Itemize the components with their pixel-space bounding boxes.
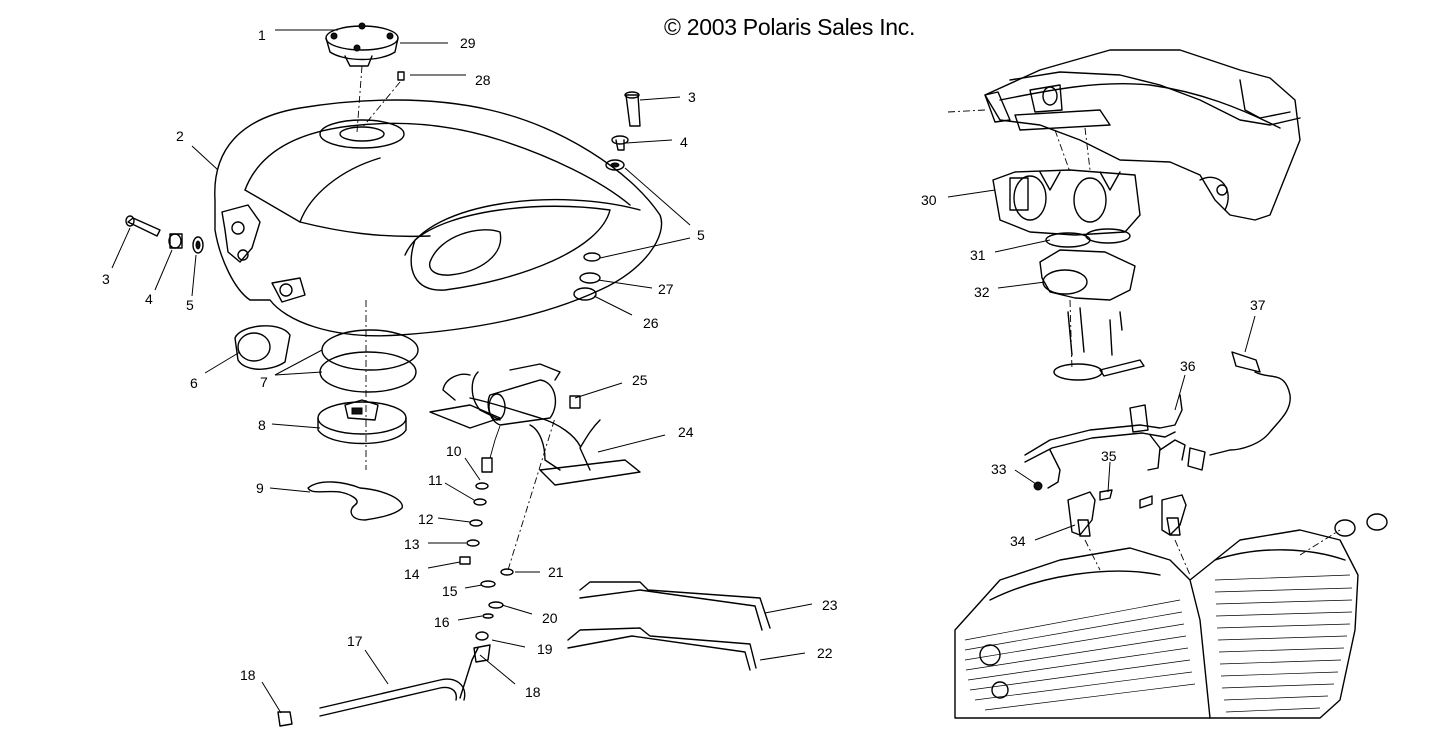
- callout-label: 27: [658, 281, 674, 297]
- injectors: [1033, 481, 1187, 537]
- callout-label: 18: [525, 684, 541, 700]
- callout-label: 23: [822, 597, 838, 613]
- callout-label: 16: [434, 614, 450, 630]
- throttle-body: [992, 127, 1141, 236]
- callout-label: 31: [970, 247, 986, 263]
- callout-label: 7: [260, 374, 268, 390]
- fuel-rail: [1024, 394, 1186, 489]
- engine-block: [954, 513, 1388, 719]
- part-6-cover: [234, 325, 291, 370]
- callout-label: 34: [1010, 533, 1026, 549]
- callout-label: 8: [258, 417, 266, 433]
- callout-label: 15: [442, 583, 458, 599]
- callout-label: 28: [475, 72, 491, 88]
- callout-label: 1: [258, 27, 266, 43]
- callout-label: 25: [632, 372, 648, 388]
- callout-label: 36: [1180, 358, 1196, 374]
- intake-manifold: [1039, 228, 1145, 381]
- callout-label: 5: [697, 227, 705, 243]
- callout-label: 11: [428, 472, 443, 488]
- callout-label: 29: [460, 35, 476, 51]
- callout-label: 4: [145, 291, 153, 307]
- callout-label: 12: [418, 511, 434, 527]
- callout-label: 3: [688, 89, 696, 105]
- copyright-notice: © 2003 Polaris Sales Inc.: [664, 14, 916, 40]
- callout-label: 35: [1101, 448, 1117, 464]
- leader-lines-left: [111, 29, 813, 714]
- callout-label: 32: [974, 284, 990, 300]
- callout-label: 30: [921, 192, 937, 208]
- retaining-clip: [307, 481, 403, 521]
- callout-label: 3: [102, 271, 110, 287]
- callout-label: 24: [678, 424, 694, 440]
- callout-label: 14: [404, 566, 420, 582]
- callout-label: 9: [256, 480, 264, 496]
- callout-label: 10: [446, 443, 462, 459]
- callout-label: 19: [537, 641, 553, 657]
- sensor-harness: [1187, 351, 1291, 471]
- callout-label: 33: [991, 461, 1007, 477]
- callout-label: 6: [190, 375, 198, 391]
- pump-flange: [317, 399, 407, 445]
- callout-label: 37: [1250, 297, 1266, 313]
- callout-label: 17: [347, 633, 363, 649]
- callout-label: 22: [817, 645, 833, 661]
- callout-label: 5: [186, 297, 194, 313]
- fuel-hoses: [277, 581, 771, 727]
- callout-label: 26: [643, 315, 659, 331]
- callout-label: 21: [548, 564, 564, 580]
- callout-label: 20: [542, 610, 558, 626]
- airbox: [947, 49, 1301, 221]
- fuel-tank: [214, 99, 663, 337]
- callout-label: 18: [240, 667, 256, 683]
- right-bolt-set: [573, 91, 641, 301]
- callout-label: 13: [404, 536, 420, 552]
- leader-lines-right: [947, 189, 1256, 541]
- fuel-pump-assembly: [429, 363, 641, 486]
- o-rings: [319, 300, 419, 470]
- left-bolt-set: [125, 215, 204, 254]
- small-parts-stack: [459, 417, 556, 619]
- callout-label: 4: [680, 134, 688, 150]
- callout-label: 2: [176, 128, 184, 144]
- filler-cap: [325, 22, 405, 133]
